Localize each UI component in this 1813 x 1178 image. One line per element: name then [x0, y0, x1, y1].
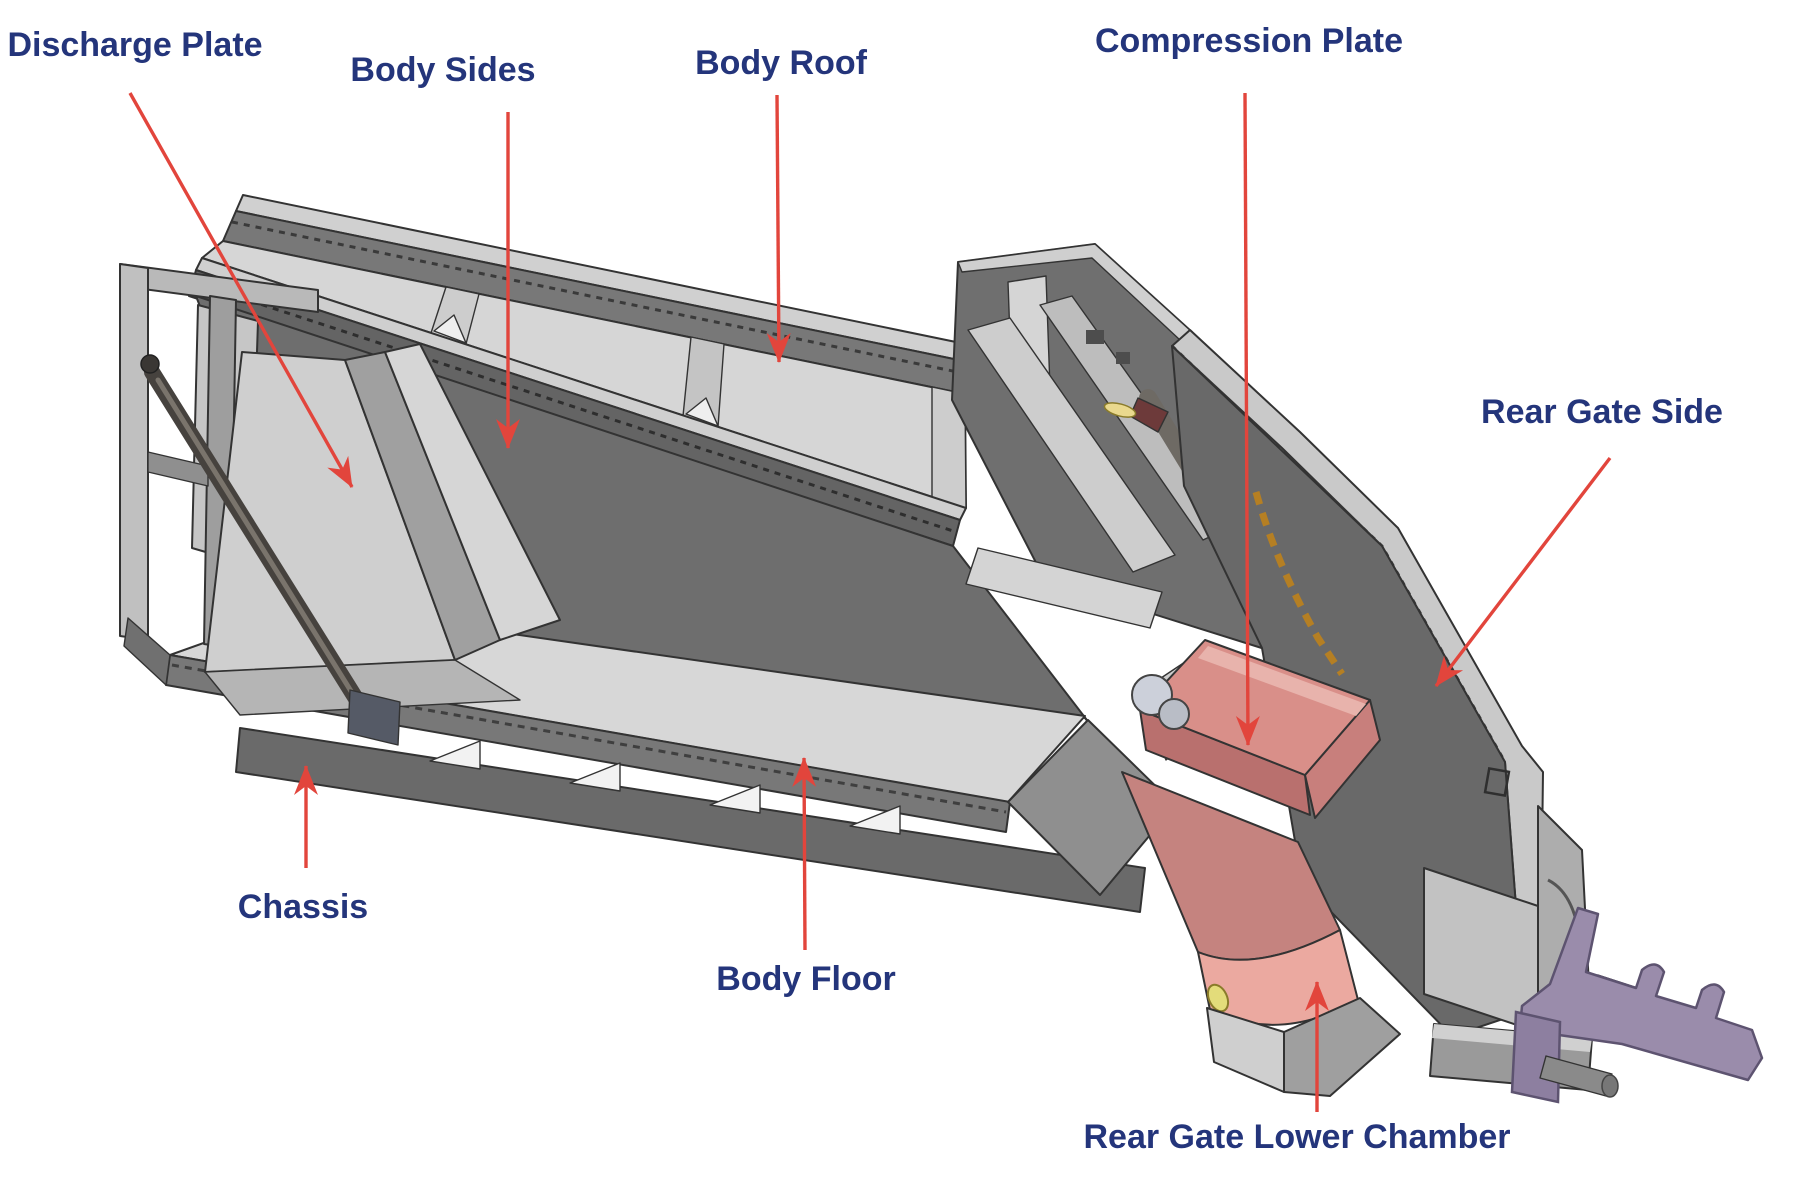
label-body-floor: Body Floor	[716, 960, 896, 998]
compression-plate-part	[1131, 491, 1381, 819]
arrow-body-floor	[792, 757, 817, 951]
arrow-body-roof	[766, 94, 791, 363]
bin-lifter-mechanism	[1510, 906, 1764, 1104]
body-roof-assembly	[188, 194, 986, 547]
label-body-roof: Body Roof	[695, 44, 867, 82]
discharge-plate-part	[204, 343, 561, 716]
arrow-compression-plate	[1235, 92, 1260, 746]
discharge-hydraulic-cylinder	[140, 354, 401, 746]
arrow-discharge-plate	[128, 92, 354, 488]
arrow-rear-gate-side	[1434, 456, 1612, 688]
label-body-sides: Body Sides	[350, 51, 536, 89]
label-discharge-plate: Discharge Plate	[7, 26, 263, 64]
label-rear-gate-lower-chamber: Rear Gate Lower Chamber	[1083, 1118, 1511, 1156]
label-chassis: Chassis	[237, 888, 369, 926]
label-compression-plate: Compression Plate	[1095, 22, 1403, 60]
rear-gate-lower-brackets	[1423, 805, 1651, 1091]
label-rear-gate-side: Rear Gate Side	[1481, 393, 1723, 431]
